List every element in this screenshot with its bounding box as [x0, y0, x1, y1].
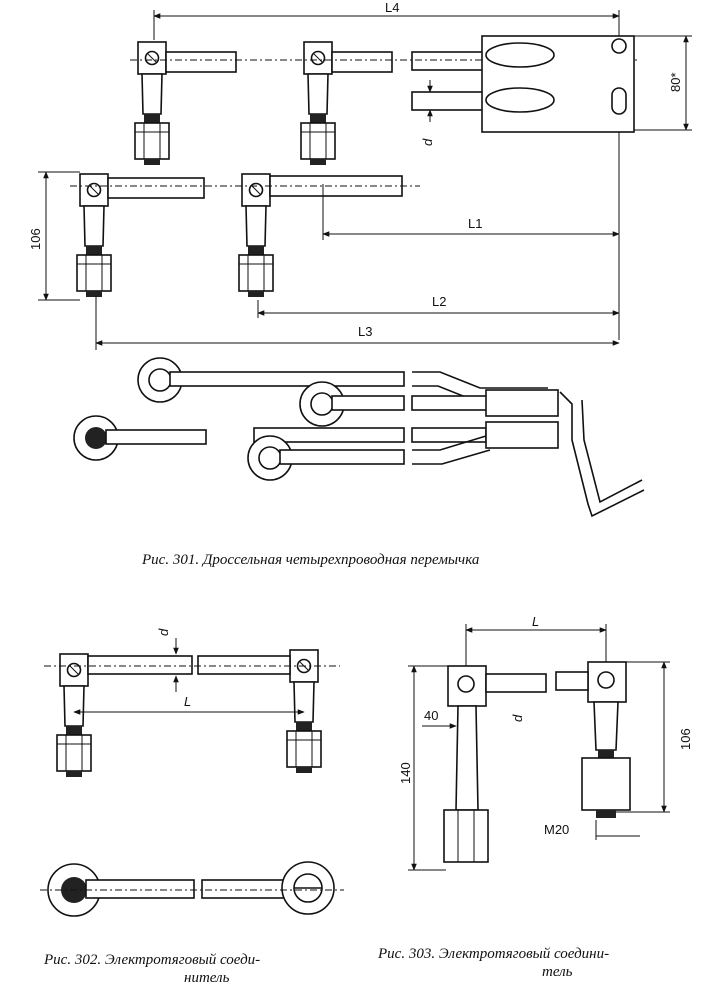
dim-80-label: 80*	[668, 72, 683, 92]
dim-303-m20-label: M20	[544, 822, 569, 837]
plan-view-301	[73, 357, 645, 518]
dim-l1-label: L1	[468, 216, 482, 231]
dim-l3-label: L3	[358, 324, 372, 339]
figure-302: d L Рис. 302. Электротяговый соеди- ните…	[40, 628, 344, 986]
dim-106-label: 106	[28, 228, 43, 250]
connector-302-left	[56, 653, 92, 778]
dim-l2-label: L2	[432, 294, 446, 309]
caption-302-line2: нитель	[184, 970, 230, 986]
dim-l4-label: L4	[385, 0, 399, 15]
dim-303-40-label: 40	[424, 708, 438, 723]
dim-302-l-label: L	[184, 694, 191, 709]
dim-303-l-label: L	[532, 614, 539, 629]
dim-303-140-label: 140	[398, 762, 413, 784]
caption-303-line1: Рис. 303. Электротяговый соедини-	[377, 946, 609, 962]
figure-301: L4 80* d 106	[28, 0, 692, 568]
dim-303-d-label: d	[510, 714, 525, 722]
caption-301: Рис. 301. Дроссельная четырехпроводная п…	[141, 552, 479, 568]
connector-lower-left	[76, 173, 112, 298]
dim-d-label: d	[420, 138, 435, 146]
caption-303-line2: тель	[542, 964, 573, 980]
figure-303: L d 40 140 106 M20 Рис. 303. Электротяго…	[377, 614, 693, 980]
connector-lower-middle	[238, 173, 274, 298]
caption-302-line1: Рис. 302. Электротяговый соеди-	[43, 952, 260, 968]
dim-302-d-label: d	[156, 628, 171, 636]
dim-303-106-label: 106	[678, 728, 693, 750]
